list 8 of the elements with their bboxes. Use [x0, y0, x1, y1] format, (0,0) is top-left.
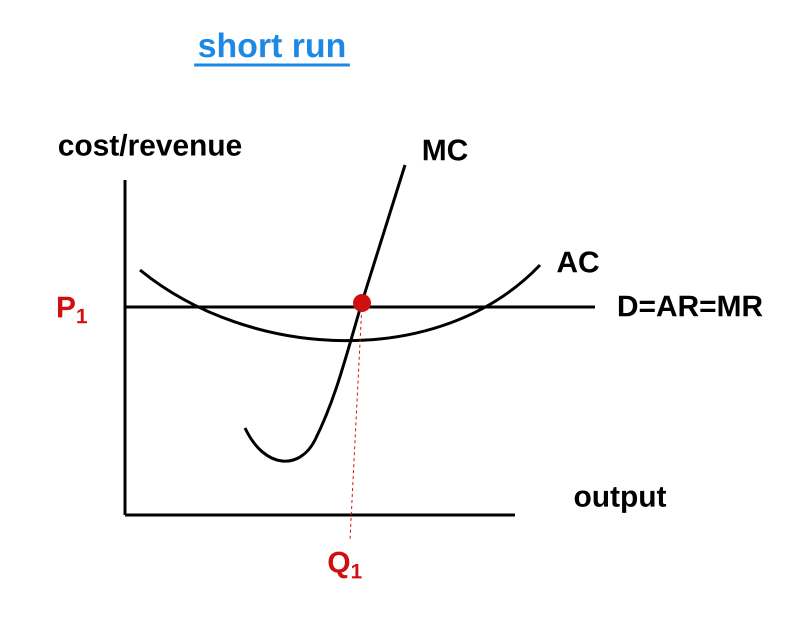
curve-label: D=AR=MR — [618, 296, 762, 316]
curve-label: MC — [424, 139, 468, 161]
curve-label: AC — [557, 251, 599, 273]
axis-label: cost/revenue — [58, 134, 242, 156]
price-label: P$_{1}$ — [58, 296, 87, 324]
axis-label: output — [574, 487, 666, 513]
quantity-label: Q$_{1}$ — [328, 552, 362, 578]
title: short run — [198, 32, 344, 58]
